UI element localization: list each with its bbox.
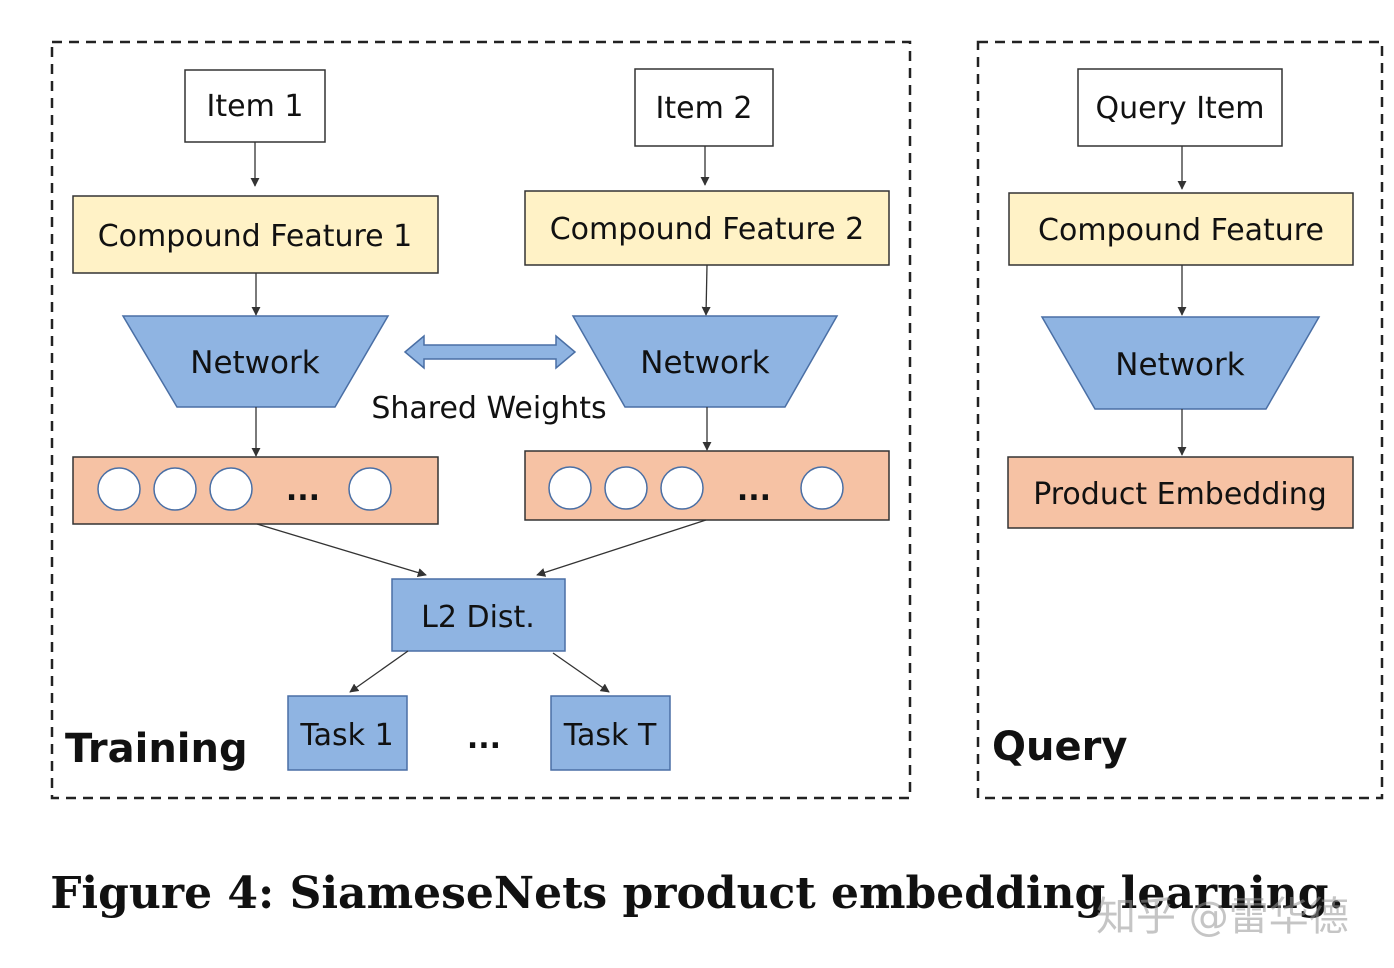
embedding1-ellipsis: ... — [286, 473, 320, 508]
embedding2-node — [660, 466, 704, 510]
query-compound-feature-label: Compound Feature — [1038, 213, 1324, 248]
network1-label: Network — [190, 345, 319, 381]
compound-feature2-label: Compound Feature 2 — [550, 212, 865, 247]
network2-trapezoid — [571, 315, 839, 408]
query-network-label: Network — [1115, 347, 1244, 383]
network2-label: Network — [640, 345, 769, 381]
arrow-embedding1-l2 — [256, 523, 427, 577]
l2-dist-label: L2 Dist. — [421, 600, 535, 635]
task1-box — [287, 695, 408, 771]
compound-feature1-label: Compound Feature 1 — [98, 219, 413, 254]
item1-label: Item 1 — [207, 89, 304, 124]
query-item-box — [1077, 68, 1283, 147]
item1-box — [184, 69, 326, 143]
tasks-ellipsis: ... — [467, 721, 501, 756]
watermark: 知乎 @雷华德 — [1096, 894, 1349, 940]
embedding1-node — [209, 467, 253, 511]
query-section-label: Query — [992, 724, 1127, 770]
arrow-l2-task1 — [349, 650, 409, 693]
query-network-trapezoid — [1040, 316, 1321, 410]
arrow-l2-taskT — [552, 652, 610, 693]
compound-feature2-box — [524, 190, 890, 266]
embedding1-node — [153, 467, 197, 511]
training-frame — [50, 40, 912, 800]
embedding2-ellipsis: ... — [737, 473, 771, 508]
product-embedding-label: Product Embedding — [1033, 477, 1327, 512]
embedding2-node — [800, 466, 844, 510]
query-item-label: Query Item — [1096, 91, 1265, 126]
arrow-feature2-network2 — [701, 264, 711, 316]
embedding1-node — [348, 467, 392, 511]
embedding2-node — [604, 466, 648, 510]
item2-box — [634, 68, 774, 147]
embedding1-node — [97, 467, 141, 511]
embedding2-node — [548, 466, 592, 510]
task1-label: Task 1 — [299, 718, 393, 753]
query-compound-feature-box — [1008, 192, 1354, 266]
network1-trapezoid — [121, 315, 390, 408]
training-section-label: Training — [65, 726, 248, 772]
shared-weights-label: Shared Weights — [371, 391, 606, 426]
product-embedding-box — [1007, 456, 1354, 529]
figure-caption: Figure 4: SiameseNets product embedding … — [50, 868, 1344, 919]
taskT-label: Task T — [563, 718, 657, 753]
item2-label: Item 2 — [656, 91, 753, 126]
l2-dist-box — [391, 578, 566, 652]
taskT-box — [550, 695, 671, 771]
query-frame — [976, 40, 1384, 800]
shared-weights-arrow — [403, 334, 577, 370]
arrow-embedding2-l2 — [536, 519, 707, 577]
